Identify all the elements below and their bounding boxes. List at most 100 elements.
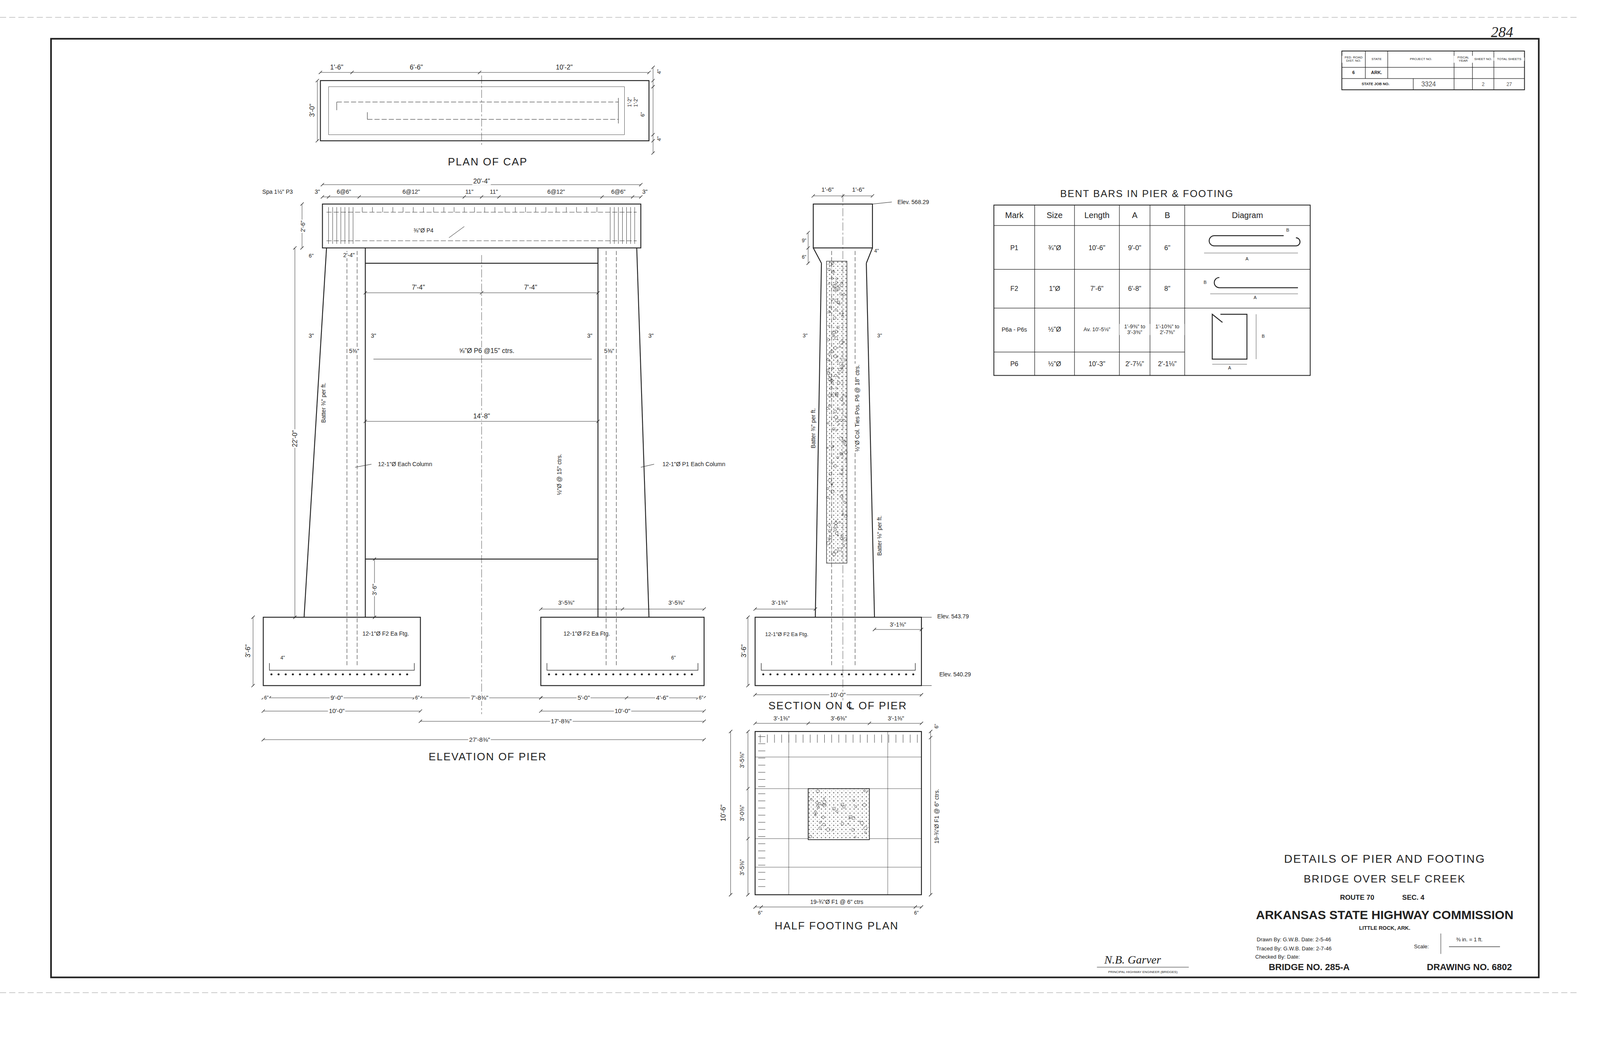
drawing-circle bbox=[648, 673, 651, 676]
drawing-line bbox=[318, 70, 323, 75]
drawing-circle bbox=[844, 451, 848, 455]
drawing-circle bbox=[830, 277, 833, 280]
drawing-label: 9'-0" bbox=[329, 694, 344, 702]
drawing-circle bbox=[843, 419, 846, 422]
drawing-line bbox=[525, 206, 526, 212]
drawing-circle bbox=[839, 312, 841, 315]
drawing-circle bbox=[869, 673, 872, 676]
drawing-circle bbox=[783, 673, 786, 676]
drawing-circle bbox=[822, 800, 827, 805]
drawing-circle bbox=[844, 395, 847, 397]
drawing-circle bbox=[835, 810, 838, 813]
drawing-label: A bbox=[1227, 365, 1232, 371]
drawing-label: 6" bbox=[670, 655, 677, 661]
drawing-circle bbox=[829, 306, 832, 309]
drawing-line bbox=[372, 615, 377, 619]
drawing-label: 1'-6" bbox=[820, 186, 835, 194]
drawing-label: 6" bbox=[913, 910, 920, 917]
drawing-line bbox=[418, 709, 423, 713]
drawing-circle bbox=[827, 268, 831, 271]
drawing-line bbox=[304, 248, 327, 618]
drawing-label: 4" bbox=[656, 135, 663, 142]
drawing-circle bbox=[826, 407, 829, 410]
drawing-circle bbox=[836, 326, 840, 329]
drawing-circle bbox=[826, 541, 831, 545]
drawing-line bbox=[622, 206, 623, 244]
drawing-label: 6@12" bbox=[546, 188, 566, 196]
drawing-circle bbox=[776, 673, 779, 676]
drawing-circle bbox=[830, 381, 834, 385]
view-title: PLAN OF CAP bbox=[446, 156, 529, 168]
drawing-line bbox=[576, 206, 577, 212]
drawing-line bbox=[838, 734, 840, 743]
drawing-line bbox=[919, 721, 924, 726]
drawing-line bbox=[448, 226, 465, 238]
drawing-label: 6@6" bbox=[335, 188, 352, 196]
drawing-circle bbox=[828, 377, 832, 382]
drawing-line bbox=[1210, 293, 1298, 295]
drawing-circle bbox=[830, 490, 835, 494]
drawing-circle bbox=[690, 673, 694, 676]
drawing-label: 6" bbox=[697, 695, 705, 701]
drawing-circle bbox=[839, 436, 843, 441]
drawing-line bbox=[474, 206, 475, 212]
drawing-label: 12-1"Ø F2 Ea Ftg. bbox=[562, 630, 611, 637]
drawing-label: F2 bbox=[1009, 285, 1019, 293]
drawing-line bbox=[453, 206, 455, 212]
drawing-line bbox=[872, 202, 892, 205]
drawing-circle bbox=[555, 673, 558, 676]
drawing-line bbox=[746, 615, 750, 619]
drawing-label: 10'-0" bbox=[613, 707, 631, 715]
drawing-circle bbox=[804, 673, 807, 676]
drawing-circle bbox=[854, 836, 856, 839]
drawing-line bbox=[356, 251, 358, 666]
drawing-circle bbox=[814, 813, 817, 815]
drawing-line bbox=[806, 230, 810, 235]
drawing-line bbox=[640, 464, 654, 468]
drawing-circle bbox=[826, 496, 830, 499]
drawing-line bbox=[909, 734, 911, 743]
drawing-circle bbox=[826, 447, 829, 449]
drawing-circle bbox=[826, 673, 829, 676]
drawing-label: 12-1"Ø Each Column bbox=[376, 461, 433, 468]
drawing-line bbox=[881, 734, 882, 743]
drawing-label: ⅜ in. = 1 ft. bbox=[1455, 937, 1484, 943]
drawing-line bbox=[357, 195, 361, 199]
drawing-circle bbox=[828, 374, 832, 378]
drawing-circle bbox=[890, 673, 894, 676]
drawing-label: 10'-3" bbox=[1087, 360, 1107, 368]
drawing-circle bbox=[836, 360, 839, 363]
drawing-label: 12-1"Ø P1 Each Column bbox=[661, 461, 727, 468]
drawing-line bbox=[806, 721, 810, 726]
drawing-circle bbox=[313, 673, 316, 676]
drawing-line bbox=[630, 206, 631, 244]
drawing-circle bbox=[828, 404, 831, 407]
drawing-circle bbox=[848, 673, 851, 676]
drawing-circle bbox=[406, 673, 409, 676]
drawing-label: 3" bbox=[801, 332, 809, 339]
drawing-line bbox=[433, 206, 434, 212]
drawing-circle bbox=[676, 673, 679, 676]
drawing-label: LITTLE ROCK, ARK. bbox=[1358, 925, 1412, 932]
drawing-label: ½"Ø @ 15" ctrs. bbox=[555, 453, 563, 496]
drawing-line bbox=[758, 758, 766, 759]
drawing-line bbox=[293, 246, 297, 250]
drawing-line bbox=[344, 206, 346, 244]
drawing-label: ½"Ø Col. Ties Pos. P6 @ 18" ctrs. bbox=[854, 363, 861, 453]
drawing-line bbox=[0, 17, 1577, 18]
drawing-circle bbox=[866, 790, 868, 793]
drawing-line bbox=[600, 195, 604, 199]
view-title: BENT BARS IN PIER & FOOTING bbox=[1059, 188, 1235, 200]
drawing-line bbox=[809, 734, 811, 743]
drawing-label: Scale: bbox=[1413, 944, 1430, 950]
drawing-line bbox=[919, 905, 924, 910]
drawing-circle bbox=[327, 673, 330, 676]
drawing-label: 9" bbox=[800, 238, 807, 244]
drawing-line bbox=[755, 867, 922, 868]
drawing-line bbox=[815, 263, 822, 618]
drawing-line bbox=[928, 893, 933, 897]
drawing-label: 8" bbox=[1163, 285, 1172, 293]
drawing-label: 5'-0" bbox=[576, 694, 591, 702]
drawing-label: 6" bbox=[414, 695, 421, 701]
drawing-circle bbox=[827, 422, 830, 425]
